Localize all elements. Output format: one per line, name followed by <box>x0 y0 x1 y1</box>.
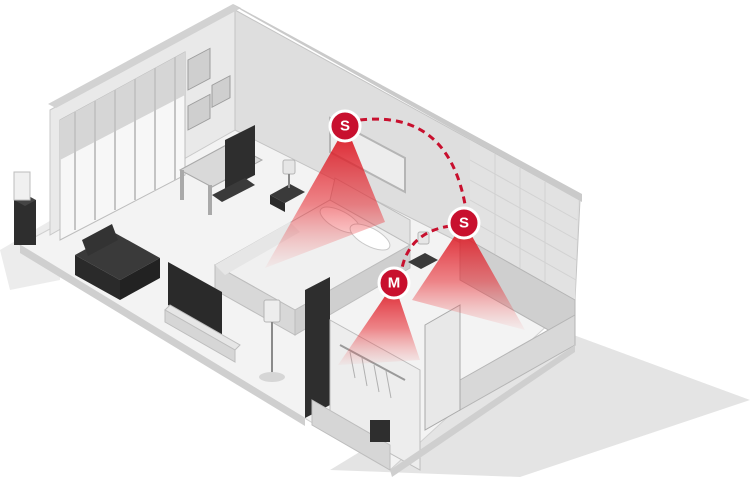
picture-frame <box>187 93 211 131</box>
window <box>59 51 186 241</box>
picture-frame <box>211 74 231 109</box>
sofa <box>75 224 160 300</box>
bathroom-tiles <box>469 140 578 300</box>
sensor-m-label: M <box>388 275 401 292</box>
wall-top-right <box>233 4 582 202</box>
detection-cone-3 <box>338 283 420 365</box>
wall-top-left <box>48 4 241 108</box>
desk <box>178 125 264 215</box>
floor-lamp <box>259 299 285 382</box>
wireless-link-2 <box>400 224 451 269</box>
front-wall-cut <box>20 245 305 426</box>
sensor-s-1-label: S <box>340 118 350 135</box>
bathroom-door <box>424 304 461 431</box>
sensor-s-2-label: S <box>459 215 469 232</box>
detection-cone-1 <box>265 126 385 268</box>
picture-frame <box>187 47 211 91</box>
front-wall-cut-right <box>390 345 575 477</box>
sensor-s-1: S <box>328 109 362 143</box>
plant-stand <box>13 171 36 245</box>
nightstand-left <box>270 159 305 212</box>
sensor-s-2: S <box>447 206 481 240</box>
detection-cone-2 <box>412 222 525 330</box>
sensor-m: M <box>377 266 411 300</box>
tv-unit <box>164 262 241 363</box>
wireless-link-1 <box>359 117 468 211</box>
